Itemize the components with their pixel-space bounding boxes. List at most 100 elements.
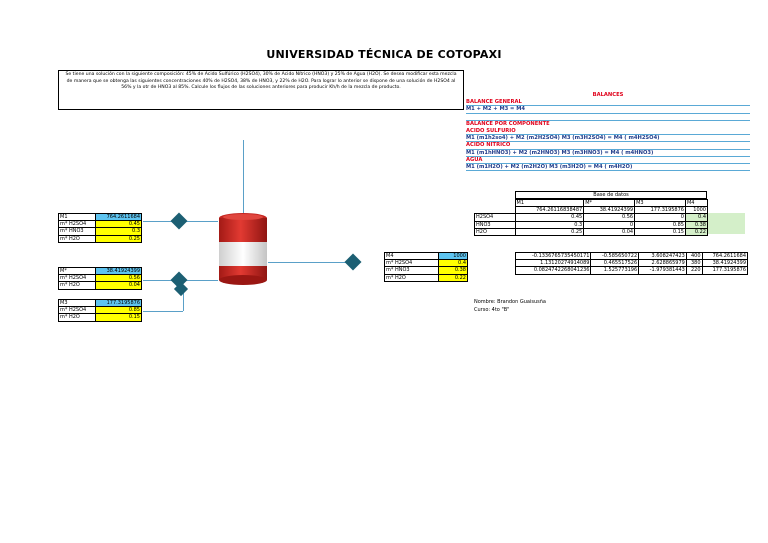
stream-value: 0.3: [94, 227, 143, 236]
stream-label: m* H2O: [58, 281, 96, 290]
m1-connector: [170, 212, 188, 230]
stream-value: 764.2611684: [94, 212, 143, 222]
table-row: M1 M* M3 M4: [475, 198, 709, 208]
table-header: M*: [583, 198, 636, 208]
stream-label: m* H2O: [384, 273, 439, 282]
table-row: m* H2O 0.22: [384, 273, 469, 282]
table-row: m* H2SO4 0.56: [58, 274, 143, 283]
table-row: m* HNO3 0.3: [58, 227, 143, 236]
stream-label: m* HNO3: [58, 227, 96, 236]
table-row: m* H2O 0.15: [58, 313, 143, 322]
table-row: 0.0824742268041236 1.525773196 -1.979381…: [514, 266, 749, 275]
table-cell: 380: [685, 259, 703, 268]
general-balance-label: BALANCE GENERAL: [466, 99, 750, 107]
table-row: M1 764.2611684: [58, 212, 143, 222]
stream-label: m* H2SO4: [58, 306, 96, 315]
solution-matrix-table: -0.1336765735450171 -0.585650722 3.60824…: [514, 251, 749, 275]
green-highlight: [708, 213, 745, 234]
base-datos-title: Base de datos: [515, 191, 707, 199]
table-cell: 0.85: [634, 220, 686, 229]
stream-m2-table: M* 38.41924399 m* H2SO4 0.56 m* H2O 0.04: [58, 266, 143, 290]
table-cell: 38.41924399: [583, 206, 636, 215]
stream-label: m* H2O: [58, 313, 96, 322]
nitric-label: ACIDO NITRICO: [466, 142, 750, 150]
table-row: M4 1000: [384, 251, 469, 261]
table-cell: 220: [685, 266, 703, 275]
table-cell: 0.04: [583, 227, 636, 236]
table-row: 764.26116838487 38.41924399 177.3195876 …: [475, 206, 709, 215]
stream-m1-table: M1 764.2611684 m* H2SO4 0.45 m* HNO3 0.3…: [58, 212, 143, 243]
table-cell: 0.45: [514, 213, 585, 222]
table-cell: [475, 200, 516, 207]
diamond-connector-icon: [344, 253, 362, 271]
stream-value: 0.4: [437, 259, 469, 268]
outlet-connector: [344, 253, 362, 271]
stream-label: M3: [58, 298, 96, 308]
table-row: -0.1336765735450171 -0.585650722 3.60824…: [514, 251, 749, 261]
table-cell: 0: [583, 220, 636, 229]
sulfuric-eq: M1 (m1h2so4) + M2 (m2H2SO4) M3 (m3H2SO4)…: [466, 135, 750, 143]
author-course: Curso: 4to "B": [474, 307, 510, 313]
table-row: HNO3 0.3 0 0.85 0.38: [474, 220, 709, 229]
stream-m3-table: M3 177.3195876 m* H2SO4 0.85 m* H2O 0.15: [58, 298, 143, 322]
table-cell: 0.0824742268041236: [514, 266, 592, 275]
stream-label: M1: [58, 212, 96, 222]
table-row: M3 177.3195876: [58, 298, 143, 308]
table-row: 1.13120274914089 0.465517526 2.628865979…: [514, 259, 749, 268]
table-cell: [475, 207, 516, 214]
table-row: M* 38.41924399: [58, 266, 143, 276]
table-cell: 2.628865979: [638, 259, 687, 268]
table-header: M1: [514, 198, 585, 208]
stream-label: m* H2SO4: [384, 259, 439, 268]
stream-value: 177.3195876: [94, 298, 143, 308]
author-name: Nombre: Brandon Guaisusña: [474, 299, 546, 305]
balance-spacer: [466, 114, 750, 121]
stream-value: 38.41924399: [94, 266, 143, 276]
table-cell: -0.585650722: [590, 251, 640, 261]
stream-label: m* HNO3: [384, 266, 439, 275]
outlet-pipe: [268, 262, 348, 263]
stream-value: 0.04: [94, 281, 143, 290]
table-cell: 764.2611684: [701, 251, 749, 261]
table-cell: 1.13120274914089: [514, 259, 592, 268]
diamond-connector-icon: [173, 281, 189, 297]
table-cell: 177.3195876: [701, 266, 749, 275]
table-cell: 177.3195876: [634, 206, 686, 215]
table-cell: 0.56: [583, 213, 636, 222]
table-cell: 0.4: [684, 213, 709, 222]
stream-m4-table: M4 1000 m* H2SO4 0.4 m* HNO3 0.38 m* H2O…: [384, 251, 469, 282]
stream-label: M4: [384, 251, 439, 261]
table-row: H2SO4 0.45 0.56 0 0.4: [474, 213, 709, 222]
stream-label: m* H2O: [58, 234, 96, 243]
balances-header: BALANCES: [592, 92, 624, 98]
table-cell: 1.525773196: [590, 266, 640, 275]
stream-value: 0.45: [94, 220, 143, 229]
general-balance-eq: M1 + M2 + M3 = M4: [466, 106, 750, 114]
stream-value: 0.22: [437, 273, 469, 282]
stream-value: 0.25: [94, 234, 143, 243]
m3-pipe: [143, 311, 183, 312]
table-cell: 0: [634, 213, 686, 222]
table-row: m* H2SO4 0.45: [58, 220, 143, 229]
stream-value: 0.85: [94, 306, 143, 315]
table-row: m* H2SO4 0.85: [58, 306, 143, 315]
table-cell: 400: [685, 251, 703, 261]
stream-label: m* H2SO4: [58, 220, 96, 229]
base-datos-table: M1 M* M3 M4 764.26116838487 38.41924399 …: [474, 198, 709, 236]
top-feed-pipe: [243, 140, 244, 218]
balances-panel: BALANCES BALANCE GENERAL M1 + M2 + M3 = …: [466, 92, 750, 172]
table-cell: 0.465517526: [590, 259, 640, 268]
table-header: M3: [634, 198, 686, 208]
table-cell: -1.979381443: [638, 266, 687, 275]
table-row: m* H2O 0.04: [58, 281, 143, 290]
table-cell: 38.41924399: [701, 259, 749, 268]
author-info: Nombre: Brandon Guaisusña Curso: 4to "B": [474, 298, 546, 314]
problem-statement: Se tiene una solución con la siguiente c…: [58, 70, 464, 110]
table-cell: 3.608247423: [638, 251, 687, 261]
table-cell: 0.38: [684, 220, 709, 229]
stream-label: M*: [58, 266, 96, 276]
nitric-eq: M1 (m1hHNO3) + M2 (m2HNO3) M3 (m3HNO3) =…: [466, 150, 750, 157]
table-cell: H2SO4: [474, 213, 516, 222]
table-cell: 0.3: [514, 220, 585, 229]
sulfuric-label: ACIDO SULFURIO: [466, 128, 750, 136]
